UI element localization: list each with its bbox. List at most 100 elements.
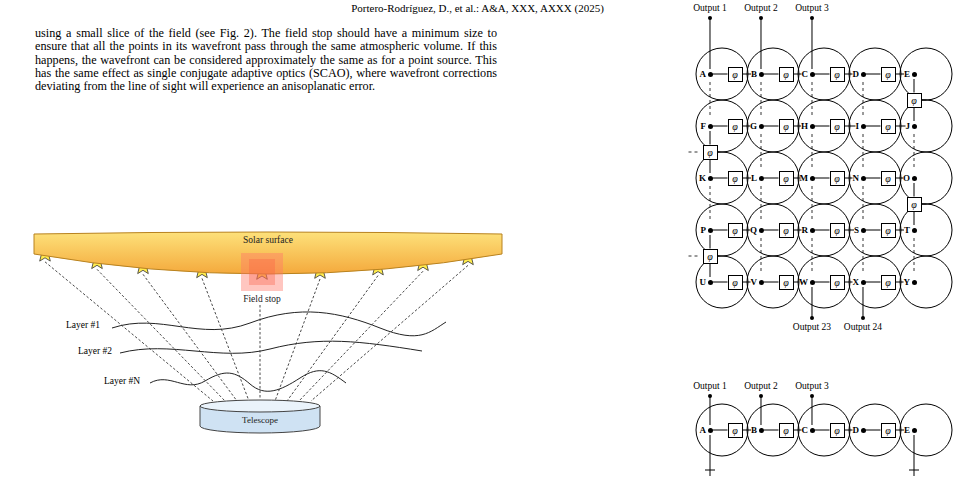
mode-circle: [747, 100, 799, 152]
connector: [896, 430, 904, 431]
output-dot: [759, 394, 763, 398]
phase-shifter-box: φ: [728, 223, 743, 238]
phase-shifter-box: φ: [728, 67, 743, 82]
junction-node: C: [802, 425, 815, 435]
junction-dot: [759, 176, 764, 181]
connector: [794, 74, 802, 75]
node-label: φ: [707, 147, 713, 158]
junction-node: O: [903, 173, 917, 183]
field-stop-inner: [249, 259, 275, 285]
node-label: φ: [911, 95, 917, 106]
connector: [713, 430, 728, 431]
connector: [743, 178, 751, 179]
connector: [794, 126, 801, 127]
light-ray: [260, 305, 261, 398]
phase-shifter-box: φ: [907, 197, 922, 212]
connector: [866, 126, 881, 127]
mode-circle: [849, 152, 901, 204]
phase-shifter-box: φ: [779, 67, 794, 82]
junction-dot: [912, 72, 917, 77]
connector: [866, 74, 881, 75]
junction-node: K: [699, 173, 713, 183]
phase-shifter-box: φ: [830, 423, 845, 438]
node-label: X: [853, 277, 860, 287]
output-dot: [759, 16, 763, 20]
mode-circle: [798, 204, 850, 256]
phase-shifter-box: φ: [830, 171, 845, 186]
node-label: C: [802, 69, 809, 79]
dashed-coupling: [710, 82, 711, 118]
junction-node: E: [904, 425, 917, 435]
mode-circle: [900, 204, 952, 256]
output-label: Output 2: [744, 3, 778, 14]
junction-dot: [861, 72, 866, 77]
mode-circle: [798, 152, 850, 204]
node-label: A: [700, 69, 707, 79]
phase-shifter-box: φ: [881, 275, 896, 290]
connector: [794, 178, 800, 179]
junction-dot: [708, 228, 713, 233]
node-label: P: [701, 225, 707, 235]
junction-dot: [912, 280, 917, 285]
junction-node: Q: [750, 225, 764, 235]
junction-dot: [708, 428, 713, 433]
phase-shifter-box: φ: [830, 275, 845, 290]
connector: [710, 131, 711, 145]
mode-circle: [747, 256, 799, 308]
output-dot: [708, 16, 712, 20]
dashed-coupling: [812, 186, 813, 222]
connector: [815, 282, 830, 283]
telescope: Telescope: [198, 398, 322, 436]
connector: [713, 126, 728, 127]
output-dot: [810, 316, 814, 320]
node-label: φ: [732, 121, 738, 132]
output-line: [811, 396, 812, 425]
node-label: φ: [707, 251, 713, 262]
dashed-coupling: [924, 100, 936, 101]
mode-circle: [849, 204, 901, 256]
node-label: φ: [885, 173, 891, 184]
output-label: Output 2: [744, 381, 778, 392]
node-label: φ: [885, 277, 891, 288]
mode-circle: [849, 100, 901, 152]
junction-dot: [861, 428, 866, 433]
junction-node: N: [853, 173, 866, 183]
output-line: [811, 18, 812, 69]
connector: [764, 230, 779, 231]
dashed-coupling: [710, 186, 711, 222]
junction-node: R: [802, 225, 815, 235]
connector: [866, 230, 881, 231]
mode-circle: [696, 256, 748, 308]
junction-node: D: [853, 69, 866, 79]
node-label: φ: [783, 277, 789, 288]
light-ray: [143, 274, 237, 401]
connector: [845, 430, 853, 431]
mode-circle: [696, 48, 748, 100]
junction-dot: [759, 124, 764, 129]
node-label: A: [700, 425, 707, 435]
phase-shifter-box: φ: [881, 423, 896, 438]
connector: [914, 79, 915, 93]
phase-shifter-box: φ: [728, 119, 743, 134]
node-label: S: [854, 225, 859, 235]
connector: [866, 178, 881, 179]
connector: [710, 264, 711, 278]
node-label: φ: [732, 173, 738, 184]
phase-shifter-box: φ: [779, 171, 794, 186]
phase-shifter-box: φ: [779, 119, 794, 134]
node-label: φ: [885, 225, 891, 236]
node-label: φ: [911, 199, 917, 210]
connector: [713, 282, 728, 283]
connector: [845, 230, 854, 231]
junction-node: H: [801, 121, 815, 131]
dashed-coupling: [863, 82, 864, 118]
connector: [866, 430, 881, 431]
output-line: [760, 396, 761, 425]
connector: [743, 74, 751, 75]
node-label: M: [800, 173, 809, 183]
connector: [764, 178, 779, 179]
junction-dot: [759, 428, 764, 433]
mode-circle: [747, 404, 799, 456]
node-label: W: [799, 277, 808, 287]
mode-circle: [696, 404, 748, 456]
